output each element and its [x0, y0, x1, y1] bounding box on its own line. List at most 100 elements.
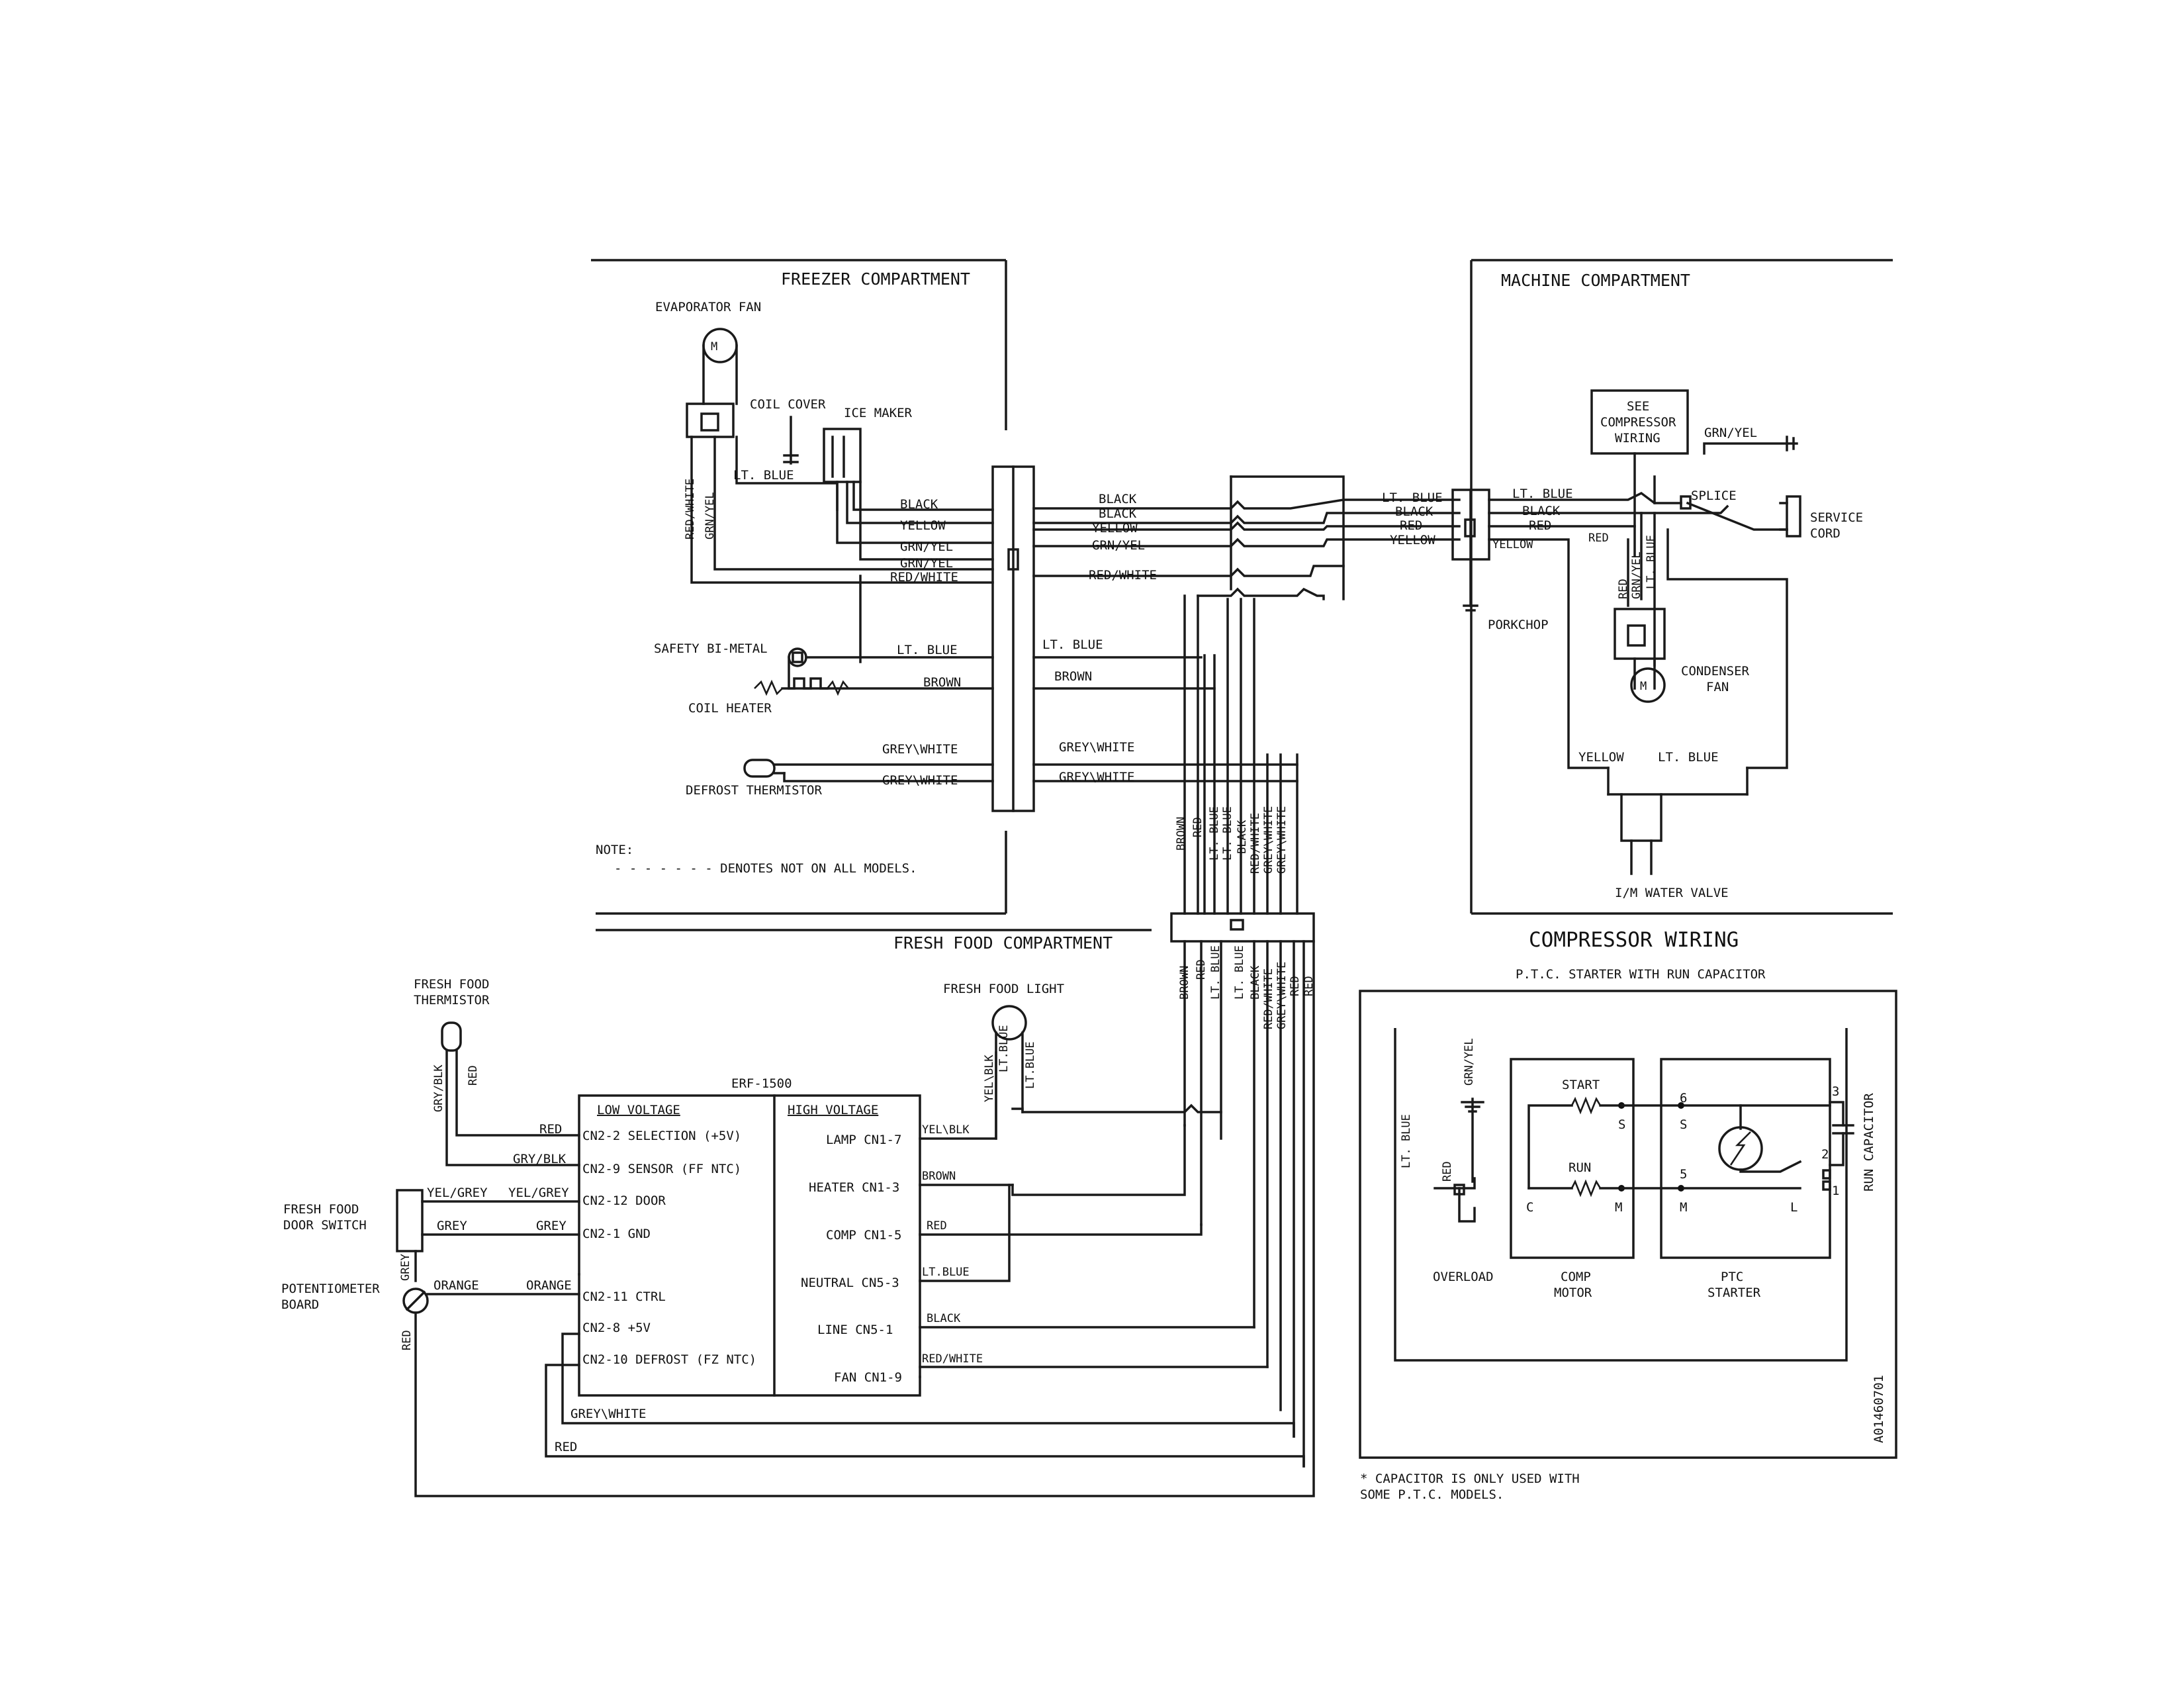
high-voltage-heading: HIGH VOLTAGE	[788, 1103, 878, 1117]
see-compressor-box	[1590, 389, 1689, 455]
gry-blk-vertical: GRY/BLK	[432, 1064, 445, 1112]
yellow-label-4: YELLOW	[1492, 538, 1533, 551]
grn-yel-label-3: GRN/YEL	[1092, 538, 1145, 553]
red-white-vertical: RED/WHITE	[684, 479, 697, 539]
evaporator-fan-label: EVAPORATOR FAN	[655, 300, 761, 314]
red-label-2: RED	[1529, 518, 1551, 533]
defrost-thermistor-label: DEFROST THERMISTOR	[686, 783, 822, 798]
brown-label-3: BROWN	[922, 1170, 956, 1183]
lt-blue-vertical-4: LT. BLUE	[1209, 945, 1222, 1000]
gry-blk-label: GRY/BLK	[513, 1152, 567, 1166]
lt-blue-label-4: LT. BLUE	[1382, 491, 1443, 505]
grn-yel-vertical-3: GRN/YEL	[1463, 1038, 1476, 1086]
grey-white-vertical-2: GREY\WHITE	[1275, 806, 1289, 874]
capacitor-note-2: SOME P.T.C. MODELS.	[1360, 1487, 1504, 1502]
ff-light-label: FRESH FOOD LIGHT	[943, 982, 1064, 996]
red-white-vertical-2: RED/WHITE	[1249, 813, 1262, 874]
orange-label-1: ORANGE	[433, 1278, 479, 1293]
red-white-label-1: RED/WHITE	[890, 570, 958, 585]
red-white-vertical-3: RED/WHITE	[1262, 968, 1275, 1029]
grn-yel-label-2: GRN/YEL	[900, 556, 953, 571]
lt-blue-vertical-8: LT. BLUE	[1400, 1114, 1413, 1168]
red-label-5: RED	[927, 1219, 947, 1233]
comp-motor-label-2: MOTOR	[1554, 1286, 1592, 1300]
service-cord-label-2: CORD	[1810, 526, 1841, 541]
red-vertical-6: RED	[467, 1065, 480, 1086]
grey-white-label-2: GREY\WHITE	[882, 773, 958, 788]
ptc-starter-label-1: PTC	[1721, 1270, 1743, 1284]
ptc-starter-label-2: STARTER	[1707, 1286, 1761, 1300]
see-compressor-text-2: COMPRESSOR	[1600, 415, 1676, 430]
red-vertical-5: RED	[1302, 976, 1316, 996]
pin-2-label: 2	[1821, 1147, 1829, 1162]
brown-vertical-2: BROWN	[1178, 966, 1191, 1000]
comp-motor-icon	[1510, 1058, 1635, 1259]
grn-yel-vertical: GRN/YEL	[704, 492, 717, 539]
black-label-1: BLACK	[900, 497, 938, 512]
potentiometer-icon	[402, 940, 1315, 1497]
ice-maker-icon	[823, 428, 862, 483]
grey-white-vertical-1: GREY\WHITE	[1262, 806, 1275, 874]
ff-thermistor-label-2: THERMISTOR	[414, 993, 490, 1008]
grey-white-label-4: GREY\WHITE	[1059, 770, 1134, 784]
red-vertical-8: RED	[1441, 1161, 1454, 1182]
grey-white-label-3: GREY\WHITE	[1059, 740, 1134, 755]
high-pin-1: LAMP CN1-7	[826, 1133, 901, 1147]
red-white-label-3: RED/WHITE	[922, 1352, 983, 1366]
grn-yel-label-1: GRN/YEL	[900, 539, 953, 554]
black-label-4: BLACK	[1395, 504, 1433, 519]
start-label: START	[1562, 1078, 1600, 1092]
yellow-label-1: YELLOW	[900, 518, 946, 533]
grn-yel-label-4: GRN/YEL	[1704, 426, 1757, 440]
svg-text:M: M	[711, 340, 717, 353]
high-pin-4: NEUTRAL CN5-3	[801, 1276, 899, 1290]
fresh-food-heading: FRESH FOOD COMPARTMENT	[893, 933, 1113, 953]
ptc-starter-icon	[1620, 1058, 1831, 1259]
pin-6-label: 6	[1680, 1091, 1687, 1105]
coil-heater-label: COIL HEATER	[688, 701, 772, 716]
water-valve-label: I/M WATER VALVE	[1615, 886, 1729, 900]
low-pin-7: CN2-10 DEFROST (FZ NTC)	[582, 1352, 756, 1367]
black-vertical-2: BLACK	[1249, 965, 1262, 1000]
service-cord-label-1: SERVICE	[1810, 510, 1863, 525]
freezer-connector	[991, 465, 1035, 812]
coil-cover-label: COIL COVER	[750, 397, 826, 412]
high-pin-2: HEATER CN1-3	[809, 1180, 899, 1195]
condenser-fan-icon: M	[1614, 608, 1666, 703]
pin-s-label-2: S	[1680, 1117, 1687, 1132]
pin-c-label: C	[1526, 1200, 1533, 1215]
yel-grey-label-1: YEL/GREY	[427, 1186, 488, 1200]
note-text: - - - - - - - DENOTES NOT ON ALL MODELS.	[614, 861, 917, 876]
low-pin-5: CN2-11 CTRL	[582, 1289, 666, 1304]
brown-vertical-1: BROWN	[1175, 817, 1188, 851]
black-label-6: BLACK	[927, 1312, 961, 1325]
machine-heading: MACHINE COMPARTMENT	[1501, 271, 1690, 290]
pin-1-label: 1	[1832, 1184, 1839, 1198]
porkchop-label: PORKCHOP	[1488, 618, 1549, 632]
pin-l-label: L	[1790, 1200, 1797, 1215]
red-white-label-2: RED/WHITE	[1089, 568, 1157, 583]
red-label-1: RED	[1400, 518, 1422, 533]
machine-connector	[1451, 489, 1490, 612]
red-label-4: RED	[539, 1122, 562, 1137]
door-switch-label-2: DOOR SWITCH	[283, 1218, 367, 1233]
brown-label-1: BROWN	[923, 675, 961, 690]
grey-label-2: GREY	[536, 1219, 567, 1233]
red-vertical-2: RED	[1617, 579, 1630, 599]
pin-m-label-1: M	[1615, 1200, 1622, 1215]
lt-blue-label-2: LT. BLUE	[897, 643, 958, 657]
freezer-frame	[591, 259, 1152, 931]
orange-label-2: ORANGE	[526, 1278, 572, 1293]
lt-blue-vertical-3: LT. BLUE	[1645, 535, 1658, 589]
compressor-wiring-heading: COMPRESSOR WIRING	[1529, 928, 1739, 952]
ff-thermistor-label-1: FRESH FOOD	[414, 977, 489, 992]
water-valve-icon	[1607, 767, 1749, 875]
freezer-wires	[690, 436, 994, 663]
red-vertical-7: RED	[400, 1330, 414, 1350]
red-label-6: RED	[555, 1440, 577, 1454]
see-compressor-text-1: SEE	[1627, 399, 1649, 414]
board-name: ERF-1500	[731, 1076, 792, 1091]
brown-label-2: BROWN	[1054, 669, 1092, 684]
coil-heater-icon	[754, 677, 850, 696]
machine-frame	[1470, 259, 1893, 915]
